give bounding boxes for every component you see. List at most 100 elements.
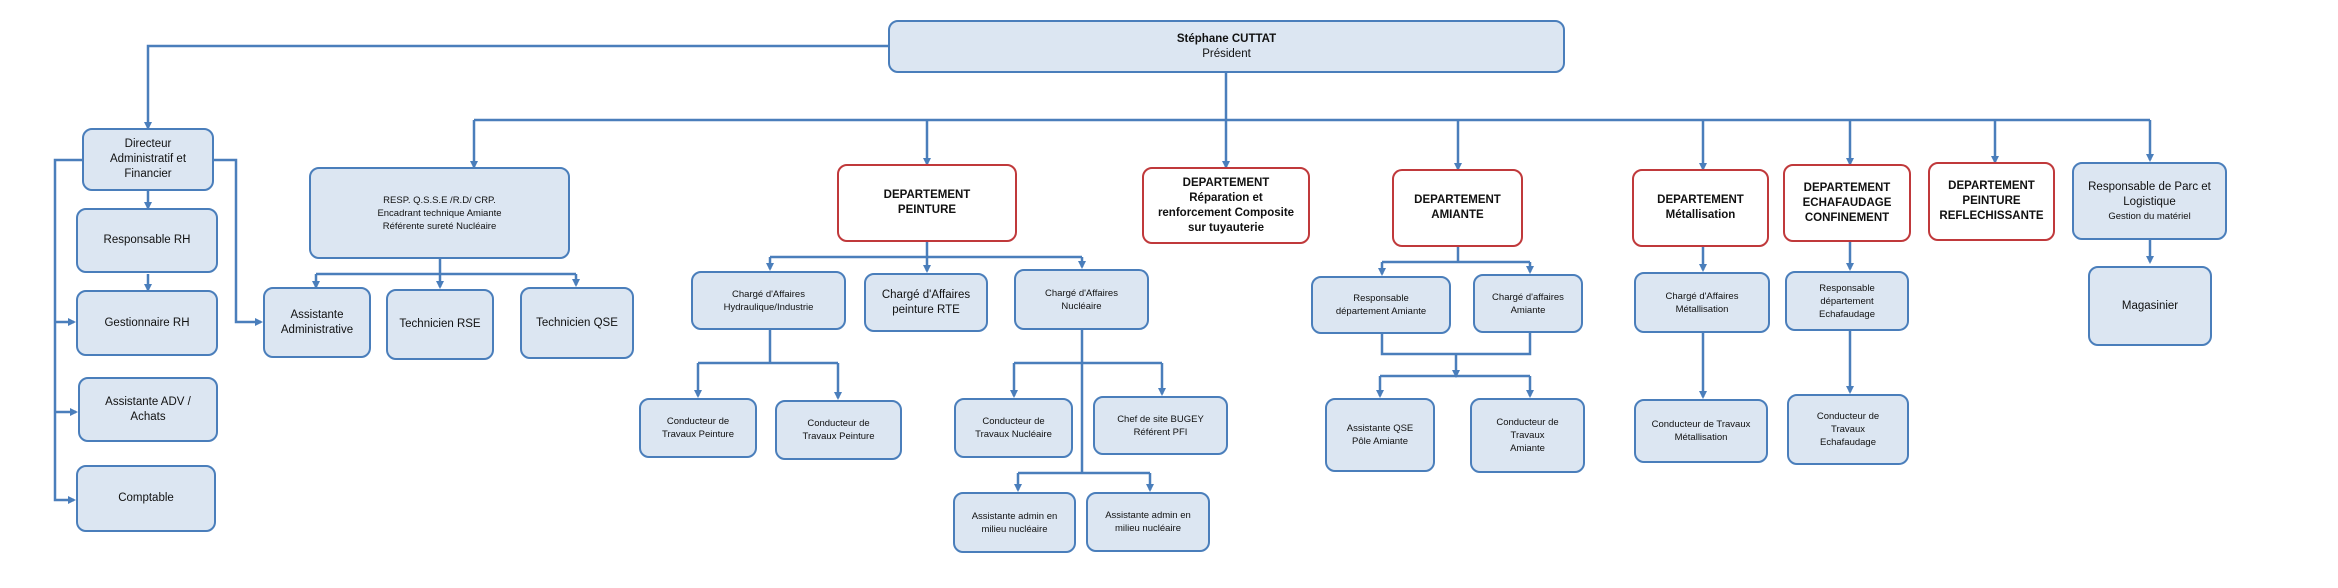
responsable-echafaudage-box: Responsable département Echafaudage: [1785, 271, 1909, 331]
dept-reflech-line-1: DEPARTEMENT: [1948, 180, 2035, 192]
dept-echafaudage-box: DEPARTEMENT ECHAFAUDAGE CONFINEMENT: [1783, 164, 1911, 242]
assistante-nucleaire-1-box: Assistante admin en milieu nucléaire: [953, 492, 1076, 553]
dept-reparation-line-2: Réparation et: [1189, 191, 1263, 204]
qsse-line-1: RESP. Q.S.S.E /R.D/ CRP.: [383, 194, 496, 206]
responsable-rh-box: Responsable RH: [76, 208, 218, 273]
qsse-line-2: Encadrant technique Amiante: [377, 207, 502, 219]
dept-reflech-line-3: REFLECHISSANTE: [1939, 210, 2044, 222]
conducteur-nucleaire-box: Conducteur de Travaux Nucléaire: [954, 398, 1073, 458]
dept-reparation-line-1: DEPARTEMENT: [1182, 176, 1270, 189]
dept-reflech-line-2: PEINTURE: [1962, 195, 2021, 207]
charge-amiante-line-2: Amiante: [1510, 304, 1546, 316]
conducteur-amiante-box: Conducteur de Travaux Amiante: [1470, 398, 1585, 473]
charge-amiante-box: Chargé d'affaires Amiante: [1473, 274, 1583, 333]
dept-peinture-box: DEPARTEMENT PEINTURE: [837, 164, 1017, 242]
chef-bugey-line-2: Référent PFI: [1133, 426, 1188, 438]
assistante-admin-line-1: Assistante: [290, 308, 344, 321]
dept-peinture-line-2: PEINTURE: [897, 204, 957, 216]
charge-nucl-line-2: Nucléaire: [1061, 300, 1102, 312]
dept-echaf-line-2: ECHAFAUDAGE: [1802, 196, 1892, 209]
charge-metal-line-1: Chargé d'Affaires: [1665, 290, 1739, 302]
qsse-head-box: RESP. Q.S.S.E /R.D/ CRP. Encadrant techn…: [309, 167, 570, 259]
conducteur-echafaudage-box: Conducteur de Travaux Echafaudage: [1787, 394, 1909, 465]
charge-nucl-line-1: Chargé d'Affaires: [1045, 287, 1118, 299]
asst-nucl-2-line-2: milieu nucléaire: [1114, 523, 1181, 534]
cond-amiante-line-2: Travaux: [1510, 430, 1545, 441]
cond-nucl-line-2: Travaux Nucléaire: [975, 429, 1052, 440]
assistante-admin-line-2: Administrative: [280, 323, 354, 336]
magasinier-label: Magasinier: [2121, 299, 2179, 312]
resp-echaf-line-1: Responsable: [1819, 282, 1875, 294]
assistante-adv-box: Assistante ADV / Achats: [78, 377, 218, 442]
resp-echaf-line-2: département: [1820, 295, 1874, 307]
assistante-adv-line-2: Achats: [130, 410, 166, 423]
conducteur-peinture-2-box: Conducteur de Travaux Peinture: [775, 400, 902, 460]
charge-amiante-line-1: Chargé d'affaires: [1492, 291, 1564, 303]
dept-amiante-box: DEPARTEMENT AMIANTE: [1392, 169, 1523, 247]
conducteur-metallisation-box: Conducteur de Travaux Métallisation: [1634, 399, 1768, 463]
cond-echaf-line-1: Conducteur de: [1816, 411, 1880, 422]
resp-echaf-line-3: Echafaudage: [1819, 308, 1875, 320]
cond-peinture-2-line-1: Conducteur de: [807, 418, 870, 429]
dept-amiante-line-1: DEPARTEMENT: [1414, 194, 1501, 206]
president-box: Stéphane CUTTAT Président: [888, 20, 1565, 73]
dept-amiante-line-2: AMIANTE: [1431, 209, 1484, 221]
charge-metallisation-box: Chargé d'Affaires Métallisation: [1634, 272, 1770, 333]
director-line-1: Directeur: [124, 138, 172, 150]
charge-nucleaire-box: Chargé d'Affaires Nucléaire: [1014, 269, 1149, 330]
responsable-parc-box: Responsable de Parc et Logistique Gestio…: [2072, 162, 2227, 240]
comptable-box: Comptable: [76, 465, 216, 532]
responsable-rh-label: Responsable RH: [103, 234, 191, 246]
cond-nucl-line-1: Conducteur de: [982, 416, 1045, 427]
gestionnaire-rh-label: Gestionnaire RH: [104, 316, 190, 329]
dept-reflechissante-box: DEPARTEMENT PEINTURE REFLECHISSANTE: [1928, 162, 2055, 241]
assistante-administrative-box: Assistante Administrative: [263, 287, 371, 358]
technicien-rse-label: Technicien RSE: [399, 318, 481, 330]
cond-peinture-2-line-2: Travaux Peinture: [802, 431, 875, 442]
director-line-2: Administratif et: [109, 153, 187, 165]
asst-nucl-1-line-1: Assistante admin en: [971, 510, 1058, 522]
gestionnaire-rh-box: Gestionnaire RH: [76, 290, 218, 356]
cond-metal-line-2: Métallisation: [1674, 432, 1728, 443]
asst-qse-line-1: Assistante QSE: [1346, 423, 1414, 434]
dept-peinture-line-1: DEPARTEMENT: [883, 189, 971, 201]
dept-metal-line-2: Métallisation: [1665, 209, 1736, 221]
charge-rte-box: Chargé d'Affaires peinture RTE: [864, 273, 988, 332]
magasinier-box: Magasinier: [2088, 266, 2212, 346]
assistante-qse-amiante-box: Assistante QSE Pôle Amiante: [1325, 398, 1435, 472]
dept-reparation-line-4: sur tuyauterie: [1187, 221, 1265, 234]
dept-metal-line-1: DEPARTEMENT: [1657, 194, 1744, 206]
chef-bugey-line-1: Chef de site BUGEY: [1117, 413, 1204, 425]
technicien-qse-box: Technicien QSE: [520, 287, 634, 359]
charge-rte-line-2: peinture RTE: [892, 303, 960, 316]
technicien-qse-label: Technicien QSE: [536, 316, 618, 329]
dept-reparation-box: DEPARTEMENT Réparation et renforcement C…: [1142, 167, 1310, 244]
charge-metal-line-2: Métallisation: [1675, 303, 1729, 315]
asst-nucl-1-line-2: milieu nucléaire: [981, 523, 1048, 535]
cond-amiante-line-1: Conducteur de: [1496, 417, 1559, 428]
cond-peinture-1-line-1: Conducteur de: [666, 416, 730, 427]
parc-line-1: Responsable de Parc et: [2088, 180, 2211, 193]
cond-metal-line-1: Conducteur de Travaux: [1651, 419, 1751, 430]
resp-amiante-line-2: département Amiante: [1335, 306, 1427, 317]
dept-metallisation-box: DEPARTEMENT Métallisation: [1632, 169, 1769, 247]
director-line-3: Financier: [124, 168, 172, 180]
president-role: Président: [1202, 47, 1251, 60]
qsse-line-3: Référente sureté Nucléaire: [382, 220, 497, 232]
cond-amiante-line-3: Amiante: [1510, 443, 1545, 454]
resp-amiante-line-1: Responsable: [1353, 293, 1409, 304]
charge-hydro-line-2: Hydraulique/Industrie: [723, 301, 814, 313]
cond-echaf-line-2: Travaux: [1831, 424, 1865, 435]
chef-site-bugey-box: Chef de site BUGEY Référent PFI: [1093, 396, 1228, 455]
conducteur-peinture-1-box: Conducteur de Travaux Peinture: [639, 398, 757, 458]
asst-qse-line-2: Pôle Amiante: [1352, 436, 1408, 447]
parc-line-2: Logistique: [2123, 195, 2176, 208]
charge-hydraulique-box: Chargé d'Affaires Hydraulique/Industrie: [691, 271, 846, 330]
president-name: Stéphane CUTTAT: [1176, 32, 1277, 45]
technicien-rse-box: Technicien RSE: [386, 289, 494, 360]
responsable-amiante-box: Responsable département Amiante: [1311, 276, 1451, 334]
cond-peinture-1-line-2: Travaux Peinture: [662, 429, 734, 440]
dept-echaf-line-3: CONFINEMENT: [1804, 211, 1890, 224]
